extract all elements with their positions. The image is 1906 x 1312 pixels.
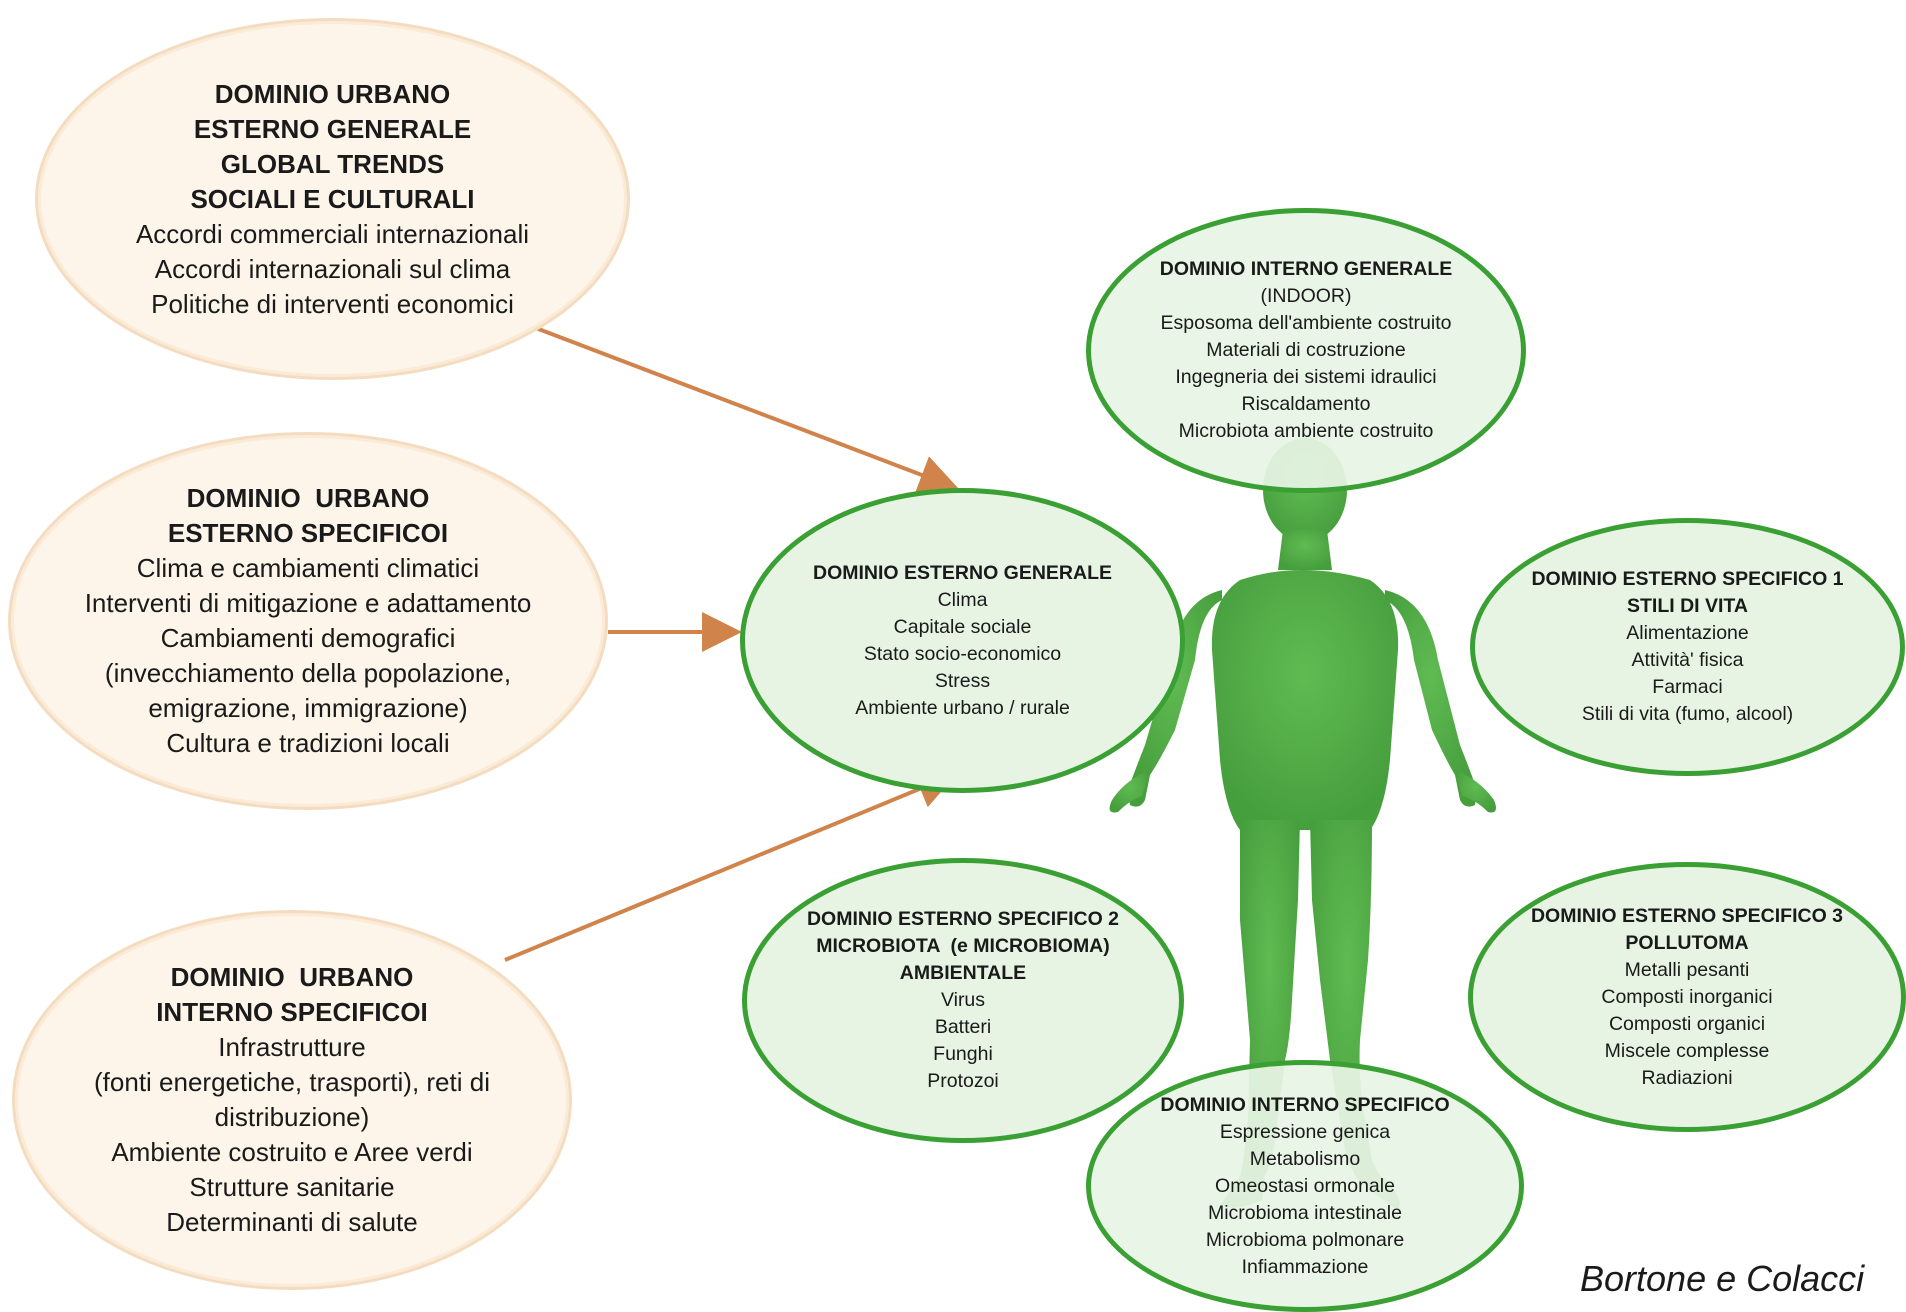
list-item: Strutture sanitarie: [189, 1172, 395, 1202]
urban-specific-external-items: Clima e cambiamenti climatici Interventi…: [85, 551, 532, 761]
title-line: STILI DI VITA: [1627, 595, 1748, 617]
title-line: INTERNO SPECIFICOI: [156, 997, 428, 1027]
urban-internal-specific-domain: DOMINIO URBANO INTERNO SPECIFICOI Infras…: [12, 910, 572, 1290]
list-item: Infiammazione: [1241, 1255, 1369, 1278]
title-line: GLOBAL TRENDS: [220, 148, 445, 179]
list-item: Clima: [937, 588, 988, 611]
list-item: Espressione genica: [1219, 1120, 1391, 1143]
internal-general-items: (INDOOR) Esposoma dell'ambiente costruit…: [1161, 283, 1452, 445]
external-specific-2-items: Virus Batteri Funghi Protozoi: [927, 987, 999, 1095]
title-line: DOMINIO INTERNO SPECIFICO: [1160, 1093, 1450, 1116]
list-item: Ambiente costruito e Aree verdi: [111, 1137, 473, 1167]
external-specific-1-domain: DOMINIO ESTERNO SPECIFICO 1 STILI DI VIT…: [1470, 518, 1905, 776]
urban-specific-internal-title: DOMINIO URBANO INTERNO SPECIFICOI: [156, 960, 428, 1030]
list-item: Ambiente urbano / rurale: [855, 696, 1070, 719]
list-item: Microbioma intestinale: [1207, 1201, 1402, 1224]
title-line: DOMINIO INTERNO GENERALE: [1159, 258, 1453, 280]
external-specific-1-title: DOMINIO ESTERNO SPECIFICO 1 STILI DI VIT…: [1531, 566, 1843, 620]
list-item: Politiche di interventi economici: [151, 288, 514, 319]
list-item: Clima e cambiamenti climatici: [136, 553, 480, 583]
list-item: Metalli pesanti: [1624, 958, 1750, 981]
list-item: emigrazione, immigrazione): [148, 693, 468, 723]
list-item: Accordi internazionali sul clima: [154, 253, 511, 284]
list-item: Stress: [934, 669, 991, 692]
external-general-items: Clima Capitale sociale Stato socio-econo…: [855, 587, 1070, 722]
internal-general-domain: DOMINIO INTERNO GENERALE (INDOOR) Esposo…: [1086, 208, 1526, 493]
external-specific-1-items: Alimentazione Attività' fisica Farmaci S…: [1582, 620, 1793, 728]
list-item: Esposoma dell'ambiente costruito: [1160, 312, 1452, 334]
list-item: Cultura e tradizioni locali: [166, 728, 450, 758]
title-line: DOMINIO URBANO: [186, 483, 430, 513]
list-item: Ingegneria dei sistemi idraulici: [1175, 366, 1437, 388]
external-specific-2-domain: DOMINIO ESTERNO SPECIFICO 2 MICROBIOTA (…: [742, 858, 1184, 1143]
arrow-urban-specific-internal: [504, 770, 958, 962]
external-specific-2-title: DOMINIO ESTERNO SPECIFICO 2 MICROBIOTA (…: [807, 906, 1119, 987]
list-item: Materiali di costruzione: [1206, 339, 1406, 361]
author-credit: Bortone e Colacci: [1580, 1258, 1865, 1299]
urban-general-title: DOMINIO URBANO ESTERNO GENERALE GLOBAL T…: [190, 77, 474, 217]
list-item: Funghi: [933, 1043, 993, 1065]
external-general-title: DOMINIO ESTERNO GENERALE: [813, 560, 1112, 587]
list-item: Stato socio-economico: [863, 642, 1062, 665]
list-item: Capitale sociale: [893, 615, 1032, 638]
title-line: DOMINIO ESTERNO SPECIFICO 1: [1531, 568, 1844, 590]
list-item: Attività' fisica: [1631, 649, 1744, 671]
list-item: Cambiamenti demografici: [160, 623, 456, 653]
urban-external-general-domain: DOMINIO URBANO ESTERNO GENERALE GLOBAL T…: [35, 18, 630, 380]
title-line: SOCIALI E CULTURALI: [190, 183, 475, 214]
list-item: Stili di vita (fumo, alcool): [1581, 703, 1794, 725]
list-item: Radiazioni: [1641, 1066, 1733, 1089]
list-item: Miscele complesse: [1604, 1039, 1770, 1062]
external-specific-3-domain: DOMINIO ESTERNO SPECIFICO 3 POLLUTOMA Me…: [1468, 862, 1906, 1132]
urban-external-specific-domain: DOMINIO URBANO ESTERNO SPECIFICOI Clima …: [8, 432, 608, 810]
title-line: DOMINIO ESTERNO SPECIFICO 2: [806, 908, 1120, 930]
urban-general-items: Accordi commerciali internazionali Accor…: [136, 217, 529, 322]
list-item: Protozoi: [927, 1070, 999, 1092]
urban-specific-internal-items: Infrastrutture (fonti energetiche, trasp…: [94, 1030, 490, 1240]
list-item: Microbioma polmonare: [1205, 1228, 1405, 1251]
list-item: Interventi di mitigazione e adattamento: [84, 588, 532, 618]
list-item: Alimentazione: [1626, 622, 1749, 644]
list-item: Composti organici: [1608, 1012, 1766, 1035]
list-item: (invecchiamento della popolazione,: [104, 658, 512, 688]
list-item: Composti inorganici: [1601, 985, 1773, 1008]
list-item: Riscaldamento: [1241, 393, 1371, 415]
title-line: AMBIENTALE: [899, 962, 1027, 984]
list-item: Metabolismo: [1249, 1147, 1361, 1170]
external-specific-3-title: DOMINIO ESTERNO SPECIFICO 3 POLLUTOMA: [1531, 903, 1843, 957]
list-item: Virus: [940, 989, 986, 1011]
list-item: Accordi commerciali internazionali: [135, 218, 530, 249]
internal-specific-items: Espressione genica Metabolismo Omeostasi…: [1206, 1119, 1404, 1281]
list-item: Determinanti di salute: [166, 1207, 418, 1237]
title-line: DOMINIO ESTERNO GENERALE: [812, 561, 1113, 584]
title-line: ESTERNO GENERALE: [193, 113, 472, 144]
title-line: ESTERNO SPECIFICOI: [167, 518, 449, 548]
internal-general-title: DOMINIO INTERNO GENERALE: [1160, 256, 1453, 283]
internal-specific-domain: DOMINIO INTERNO SPECIFICO Espressione ge…: [1086, 1060, 1524, 1312]
external-general-domain: DOMINIO ESTERNO GENERALE Clima Capitale …: [740, 488, 1185, 793]
list-item: distribuzione): [214, 1102, 370, 1132]
title-line: POLLUTOMA: [1625, 931, 1749, 954]
list-item: Batteri: [934, 1016, 992, 1038]
list-item: Microbiota ambiente costruito: [1178, 420, 1434, 442]
list-item: Farmaci: [1652, 676, 1723, 698]
urban-specific-external-title: DOMINIO URBANO ESTERNO SPECIFICOI: [168, 481, 448, 551]
list-item: Infrastrutture: [218, 1032, 366, 1062]
title-line: DOMINIO URBANO: [214, 78, 451, 109]
internal-specific-title: DOMINIO INTERNO SPECIFICO: [1160, 1092, 1449, 1119]
list-item: Omeostasi ormonale: [1215, 1174, 1395, 1197]
title-line: MICROBIOTA (e MICROBIOMA): [816, 935, 1110, 957]
external-specific-3-items: Metalli pesanti Composti inorganici Comp…: [1601, 957, 1772, 1092]
arrow-urban-general: [527, 323, 960, 494]
list-item: (INDOOR): [1260, 285, 1352, 307]
title-line: DOMINIO URBANO: [170, 962, 414, 992]
title-line: DOMINIO ESTERNO SPECIFICO 3: [1530, 904, 1844, 927]
list-item: (fonti energetiche, trasporti), reti di: [94, 1067, 490, 1097]
